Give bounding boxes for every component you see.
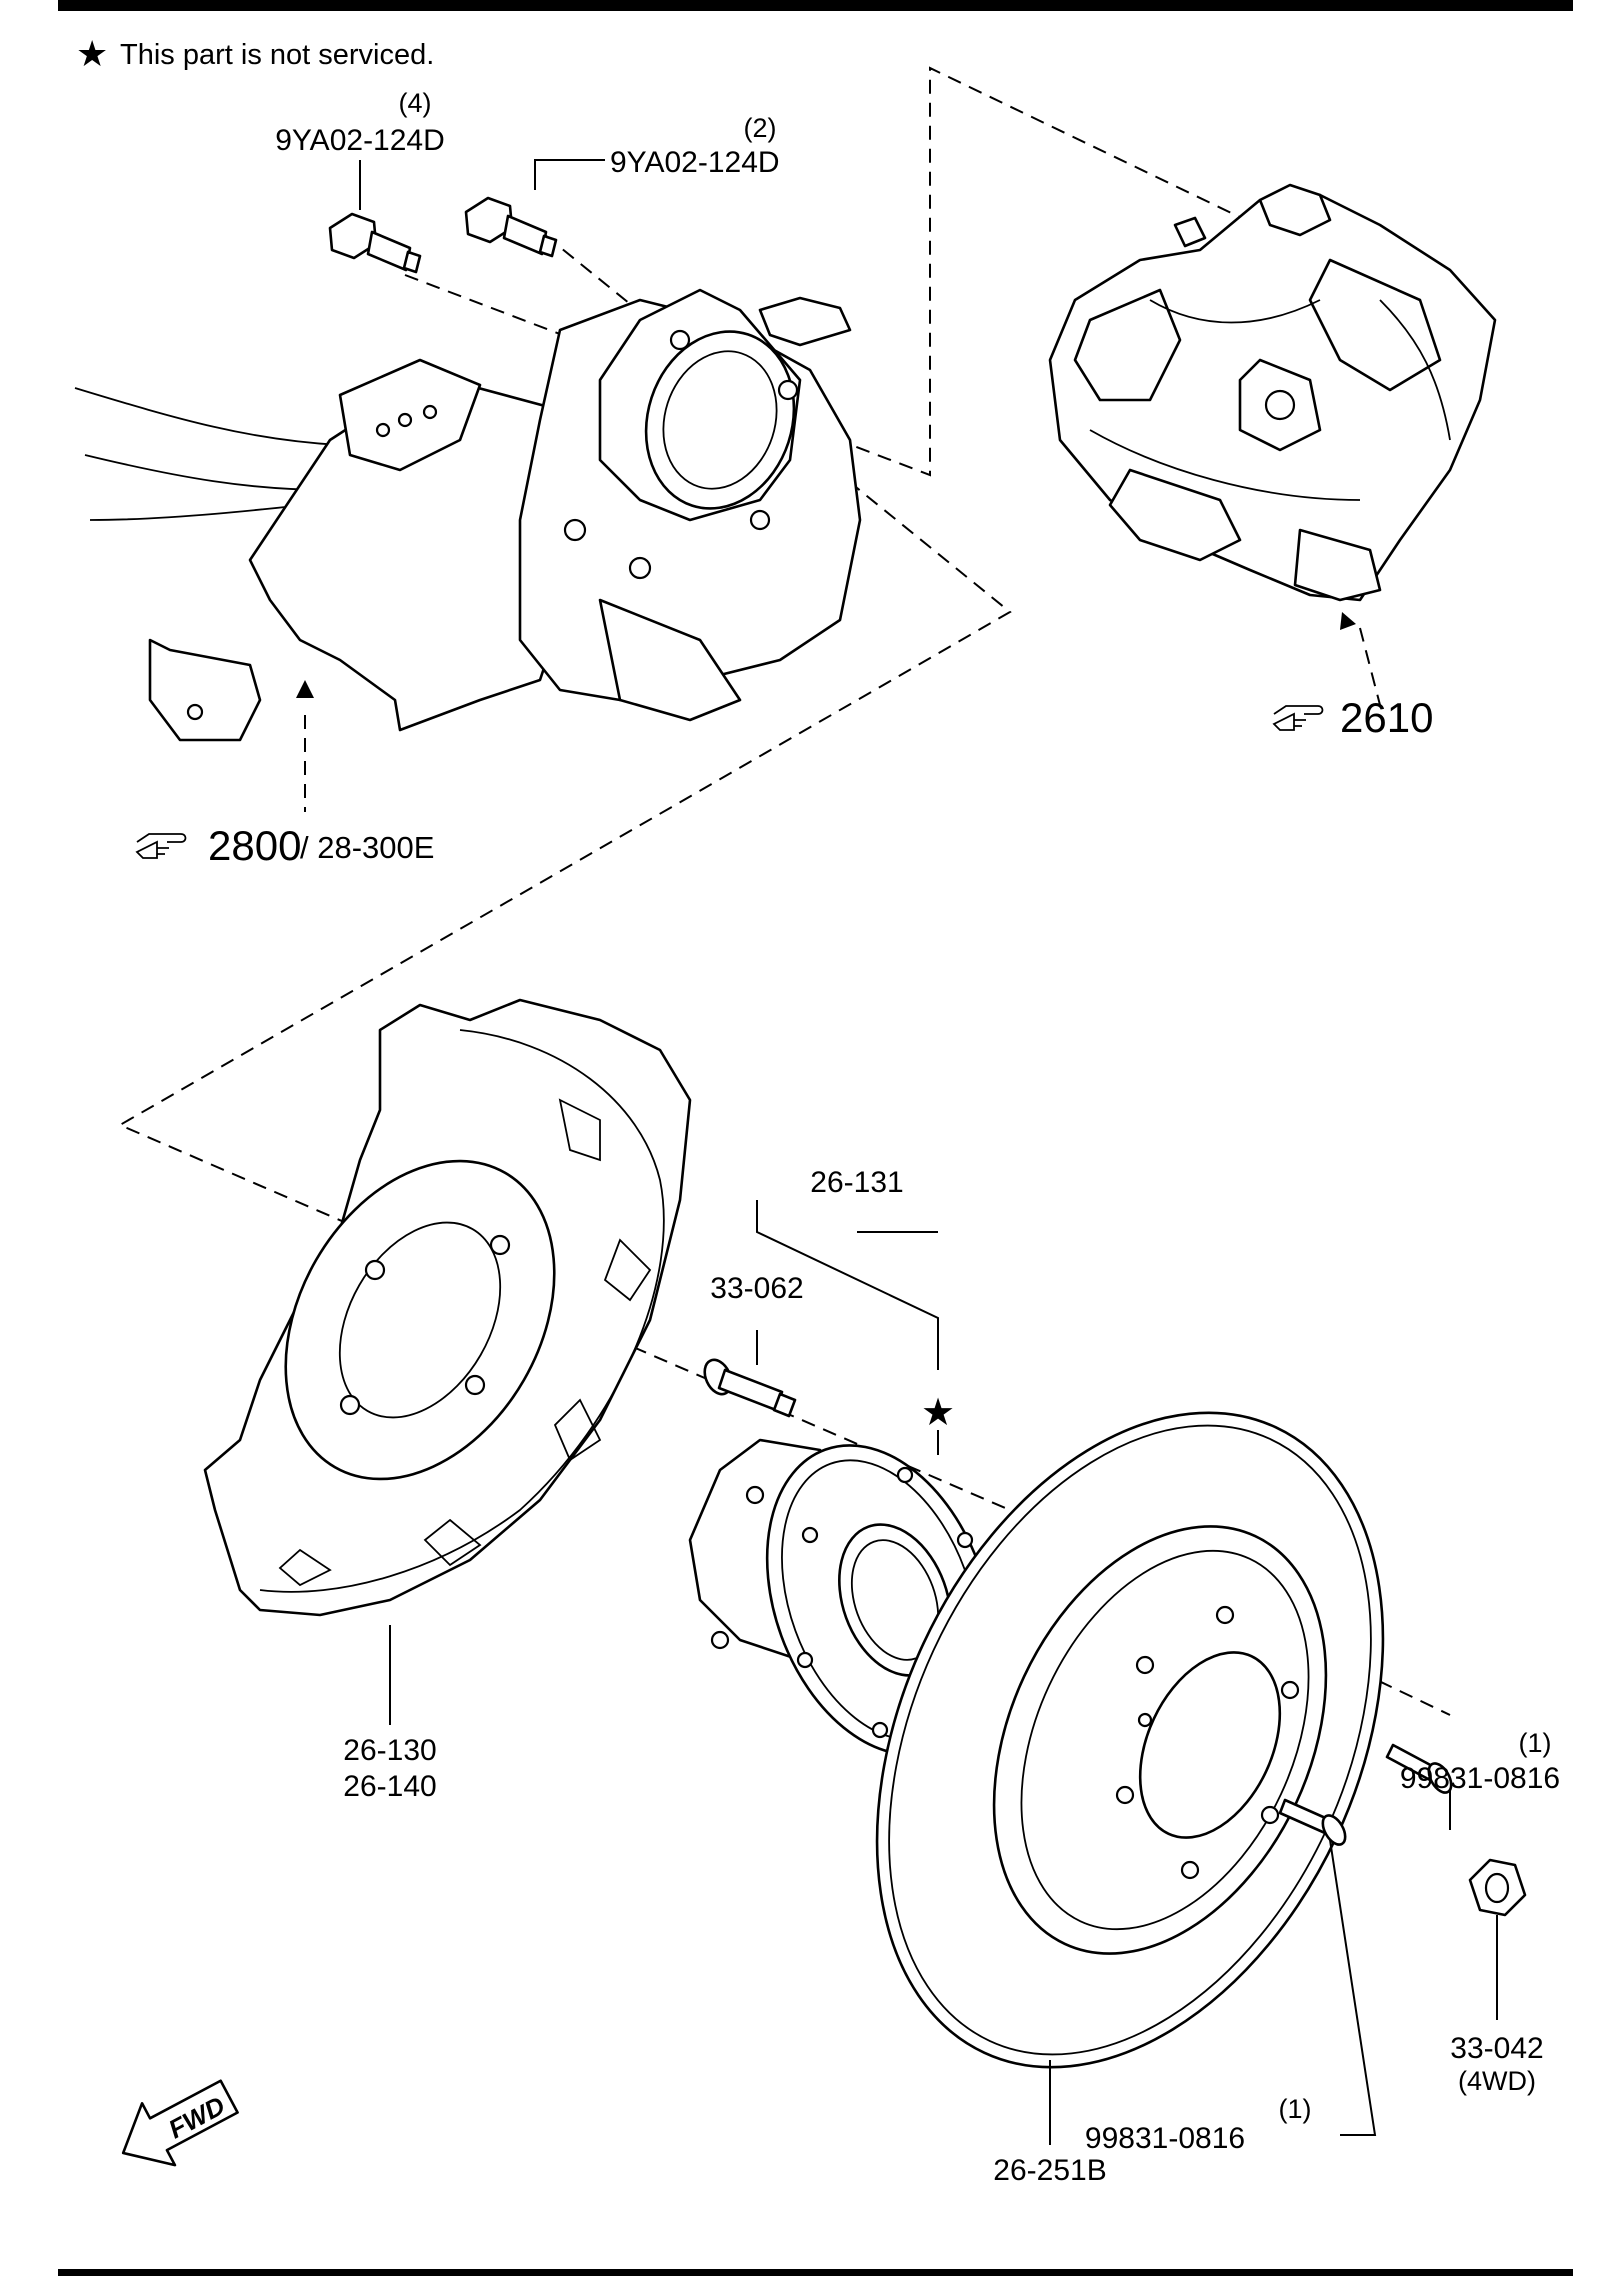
bottom-rule bbox=[58, 2269, 1573, 2276]
hub-nut-icon bbox=[1468, 1858, 1527, 1917]
bolt-right-icon bbox=[464, 196, 558, 258]
pointing-hand-icon bbox=[1272, 705, 1324, 731]
caliper-ref-dash-line bbox=[1359, 627, 1381, 706]
knuckle-ref-sub: / 28-300E bbox=[300, 830, 434, 865]
not-serviced-star-icon: ★ bbox=[921, 1392, 955, 1434]
caliper-ref-arrowhead bbox=[1340, 612, 1356, 630]
bolt-left-icon bbox=[328, 212, 422, 274]
bolt-right-leader bbox=[534, 159, 605, 190]
caliper-drawing bbox=[1048, 183, 1497, 602]
upper-screw-qty: (1) bbox=[1519, 1728, 1552, 1758]
bolt-right-qty: (2) bbox=[744, 113, 777, 143]
hub-bolt-part-number: 33-062 bbox=[710, 1272, 803, 1305]
pointing-hand-icon bbox=[135, 833, 187, 859]
dust-shield-part-number-2: 26-140 bbox=[343, 1770, 436, 1803]
bolt-right-part-number: 9YA02-124D bbox=[610, 146, 780, 179]
lower-screw-qty: (1) bbox=[1279, 2094, 1312, 2124]
dust-shield-drawing bbox=[203, 998, 692, 1617]
upper-screw-part-number: 99831-0816 bbox=[1400, 1762, 1560, 1795]
brake-rotor-drawing bbox=[875, 1411, 1385, 2069]
dust-shield-part-number-1: 26-130 bbox=[343, 1734, 436, 1767]
hub-assembly-part-number: 26-131 bbox=[810, 1166, 903, 1199]
note-star-icon: ★ bbox=[76, 33, 108, 74]
lower-screw-leader bbox=[1329, 1839, 1377, 2136]
lower-screw-part-number: 99831-0816 bbox=[1085, 2122, 1245, 2155]
caliper-ref-link[interactable]: 2610 bbox=[1272, 694, 1433, 741]
not-serviced-note: This part is not serviced. bbox=[120, 39, 434, 71]
rotor-part-number: 26-251B bbox=[993, 2154, 1106, 2187]
fwd-arrow-icon: FWD bbox=[121, 2079, 239, 2167]
knuckle-ref-link[interactable]: 2800 / 28-300E bbox=[135, 822, 434, 869]
bolt-left-qty: (4) bbox=[399, 88, 432, 118]
lower-screw-icon bbox=[1278, 1798, 1347, 1846]
bolt-left-part-number: 9YA02-124D bbox=[275, 124, 445, 157]
hub-nut-note: (4WD) bbox=[1458, 2066, 1536, 2096]
knuckle-ref-number: 2800 bbox=[208, 822, 301, 869]
hub-bolt-icon bbox=[703, 1358, 797, 1418]
knuckle-ref-arrowhead bbox=[296, 680, 314, 698]
hub-nut-part-number: 33-042 bbox=[1450, 2032, 1543, 2065]
caliper-ref-number: 2610 bbox=[1340, 694, 1433, 741]
knuckle-assembly-drawing bbox=[74, 288, 862, 742]
upper-screw-icon bbox=[1385, 1743, 1453, 1794]
top-rule bbox=[58, 0, 1573, 11]
